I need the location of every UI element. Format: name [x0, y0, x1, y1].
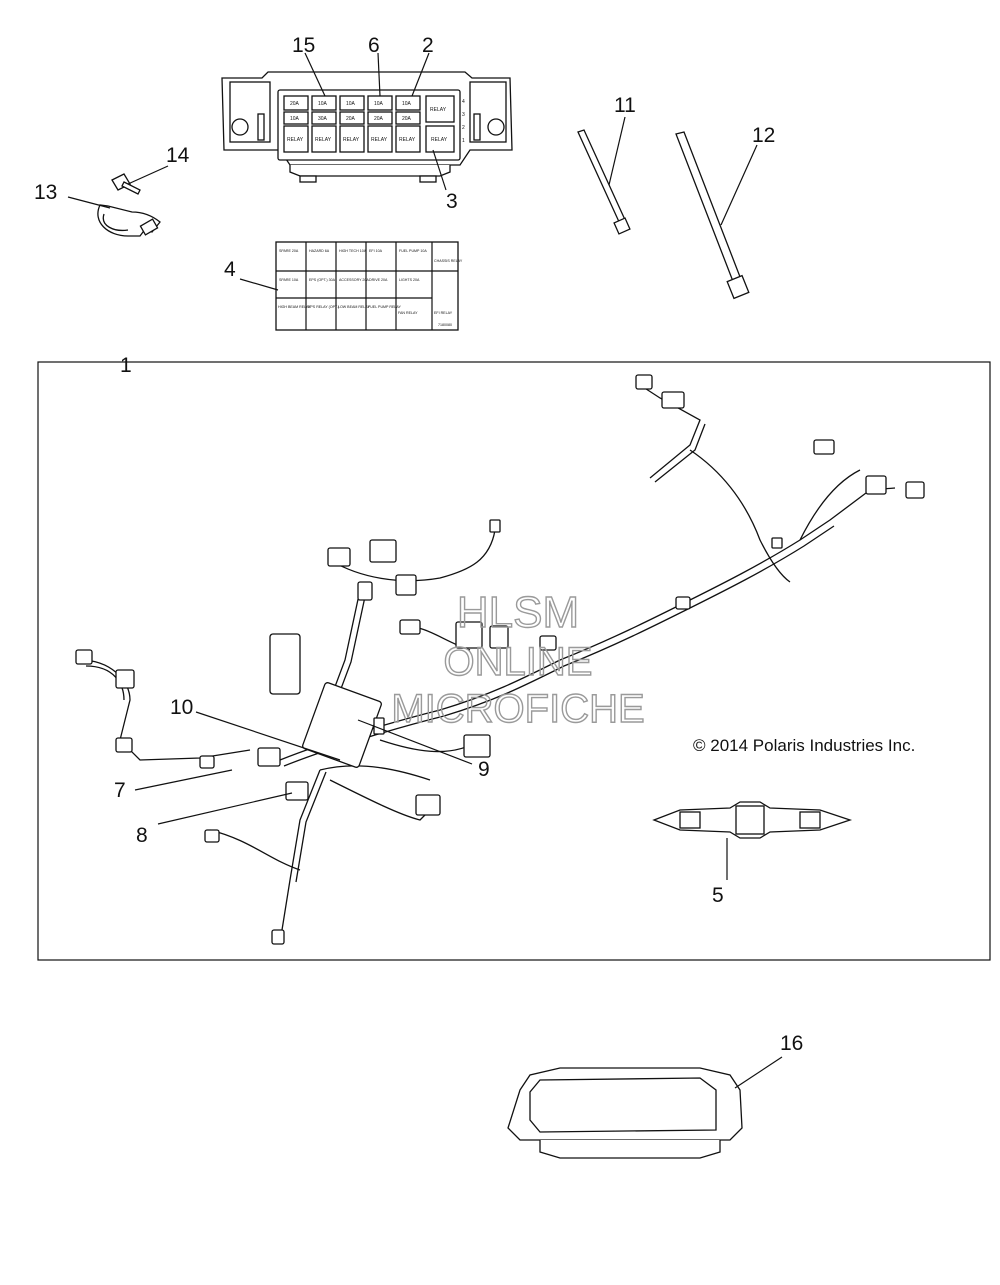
fuse-label: RELAY	[430, 107, 447, 113]
callout-15: 15	[292, 34, 315, 57]
cable-tie-small	[577, 129, 631, 235]
svg-text:HIGH TECH 10A: HIGH TECH 10A	[339, 249, 367, 253]
callout-10: 10	[170, 696, 193, 719]
relay-label: RELAY	[287, 137, 304, 143]
fuse-label: 20A	[402, 116, 412, 122]
fuse-label: 10A	[290, 116, 300, 122]
callout-16: 16	[780, 1032, 803, 1055]
fuse-label: 10A	[346, 101, 356, 107]
relay-label: RELAY	[371, 137, 388, 143]
svg-text:DRIVE 20A: DRIVE 20A	[369, 278, 388, 282]
svg-text:HLSM: HLSM	[457, 588, 579, 637]
callout-12: 12	[752, 124, 775, 147]
svg-text:1: 1	[462, 138, 465, 144]
fuse-label: 30A	[318, 116, 328, 122]
fuse-label: 10A	[318, 101, 328, 107]
svg-text:EFI 10A: EFI 10A	[369, 249, 383, 253]
callout-4: 4	[224, 258, 236, 281]
svg-text:HIGH BEAM RELAY: HIGH BEAM RELAY	[278, 305, 311, 309]
callout-6: 6	[368, 34, 380, 57]
svg-text:2: 2	[462, 125, 465, 131]
screw	[111, 173, 141, 195]
svg-text:HAZARD 6A: HAZARD 6A	[309, 249, 330, 253]
svg-text:EPS (OPT.) 30A: EPS (OPT.) 30A	[309, 278, 336, 282]
in-line-fuse	[652, 801, 853, 839]
callout-9: 9	[478, 758, 490, 781]
fuse-side-numbers: 4 3 2 1	[462, 99, 465, 144]
callout-14: 14	[166, 144, 190, 167]
svg-text:ACCESSORY 20A: ACCESSORY 20A	[339, 278, 369, 282]
leader-lines	[67, 52, 783, 1089]
svg-text:FUEL PUMP RELAY: FUEL PUMP RELAY	[368, 305, 401, 309]
svg-text:FAN RELAY: FAN RELAY	[398, 311, 418, 315]
fuse-label: 10A	[402, 101, 412, 107]
hose-clamp	[97, 204, 161, 237]
callout-3: 3	[446, 190, 458, 213]
relay-label: RELAY	[315, 137, 332, 143]
fuse-label: 20A	[290, 101, 300, 107]
cable-tie-large	[675, 131, 750, 300]
svg-text:FUEL PUMP 10A: FUEL PUMP 10A	[399, 249, 427, 253]
callout-13: 13	[34, 181, 57, 204]
relay-label: RELAY	[399, 137, 416, 143]
fuse-box: 20A 10A 10A 10A 10A RELAY 10A 30A 20A 20…	[221, 71, 513, 183]
fuse-box-cover	[507, 1067, 743, 1159]
callouts: 1 2 3 4 5 6 7 8 9 10 11 12 13 14 15 16	[34, 34, 803, 1055]
svg-text:SPARE 10A: SPARE 10A	[279, 278, 299, 282]
svg-text:EPS RELAY (OPT.): EPS RELAY (OPT.)	[308, 305, 339, 309]
callout-7: 7	[114, 779, 126, 802]
svg-text:CHASSIS RELAY: CHASSIS RELAY	[434, 259, 463, 263]
fuse-label-decal: SPARE 20A HAZARD 6A HIGH TECH 10A EFI 10…	[275, 241, 463, 331]
callout-1: 1	[120, 354, 132, 377]
svg-text:4: 4	[462, 99, 465, 105]
copyright-notice: © 2014 Polaris Industries Inc.	[693, 736, 915, 755]
svg-text:LOW BEAM RELAY: LOW BEAM RELAY	[338, 305, 370, 309]
fuse-row-top: 20A 10A 10A 10A 10A RELAY	[283, 95, 455, 123]
relay-label: RELAY	[431, 137, 448, 143]
harness-connectors	[75, 374, 925, 945]
svg-text:3: 3	[462, 112, 465, 118]
svg-text:7180080: 7180080	[438, 323, 452, 327]
fuse-row-bottom: RELAY RELAY RELAY RELAY RELAY RELAY	[283, 125, 455, 153]
fuse-label: 20A	[374, 116, 384, 122]
fuse-label: 20A	[346, 116, 356, 122]
svg-text:ONLINE: ONLINE	[444, 640, 593, 684]
harness-frame	[37, 361, 991, 961]
relay-label: RELAY	[343, 137, 360, 143]
callout-8: 8	[136, 824, 148, 847]
callout-2: 2	[422, 34, 434, 57]
callout-11: 11	[614, 94, 636, 117]
callout-5: 5	[712, 884, 724, 907]
fuse-label: 10A	[374, 101, 384, 107]
svg-text:EFI RELAY: EFI RELAY	[434, 311, 453, 315]
svg-text:MICROFICHE: MICROFICHE	[391, 687, 644, 731]
svg-text:SPARE 20A: SPARE 20A	[279, 249, 299, 253]
fuse-row-mid: 10A 30A 20A 20A 20A	[283, 111, 421, 125]
watermark: HLSM ONLINE MICROFICHE	[391, 587, 646, 731]
svg-text:LIGHTS 20A: LIGHTS 20A	[399, 278, 420, 282]
